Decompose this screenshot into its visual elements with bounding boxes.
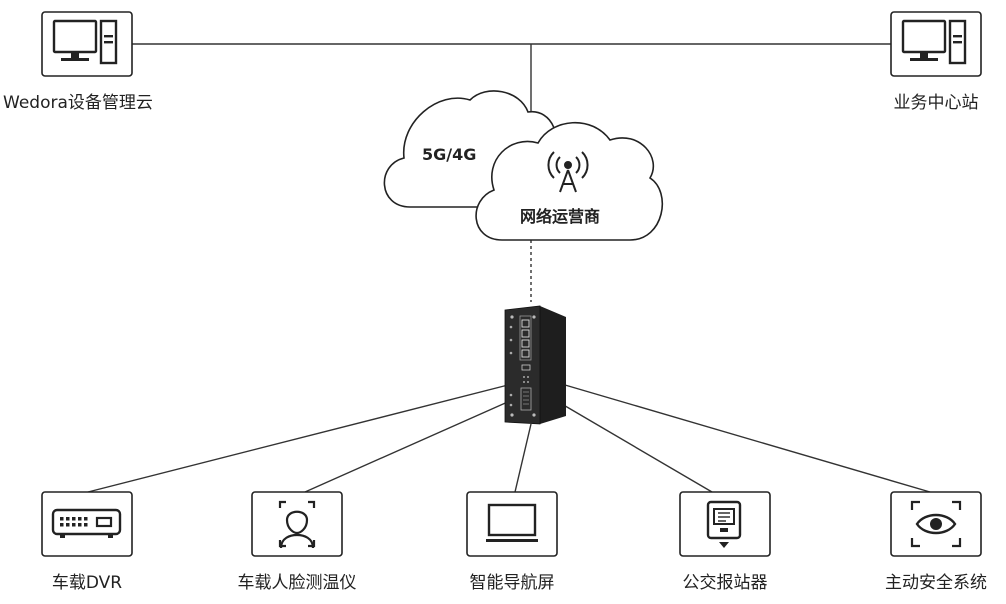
device-label-dvr: 车载DVR bbox=[51, 573, 123, 593]
cloud-platform-label: Wedora设备管理云 bbox=[3, 93, 153, 113]
link-dvr bbox=[87, 384, 509, 493]
computer-icon bbox=[890, 11, 982, 77]
link-nav-screen bbox=[514, 423, 532, 493]
cloud-5g-label: 5G/4G bbox=[422, 145, 477, 164]
link-safety bbox=[564, 384, 931, 493]
router-device-icon bbox=[504, 305, 566, 425]
face-recognition-icon bbox=[251, 491, 343, 557]
signal-tower-icon bbox=[547, 151, 589, 193]
computer-icon bbox=[41, 11, 133, 77]
link-announcer bbox=[554, 399, 713, 493]
monitor-icon bbox=[466, 491, 558, 557]
cloud-operator bbox=[475, 121, 664, 241]
operator-label: 网络运营商 bbox=[520, 207, 601, 226]
device-label-nav-screen: 智能导航屏 bbox=[469, 573, 555, 593]
business-center-label: 业务中心站 bbox=[893, 93, 979, 113]
device-label-safety: 主动安全系统 bbox=[885, 573, 987, 593]
station-announcer-icon bbox=[679, 491, 771, 557]
link-face-temp bbox=[304, 399, 513, 493]
device-label-announcer: 公交报站器 bbox=[682, 573, 768, 593]
eye-camera-icon bbox=[890, 491, 982, 557]
dvr-icon bbox=[41, 491, 133, 557]
device-label-face-temp: 车载人脸测温仪 bbox=[237, 573, 357, 593]
